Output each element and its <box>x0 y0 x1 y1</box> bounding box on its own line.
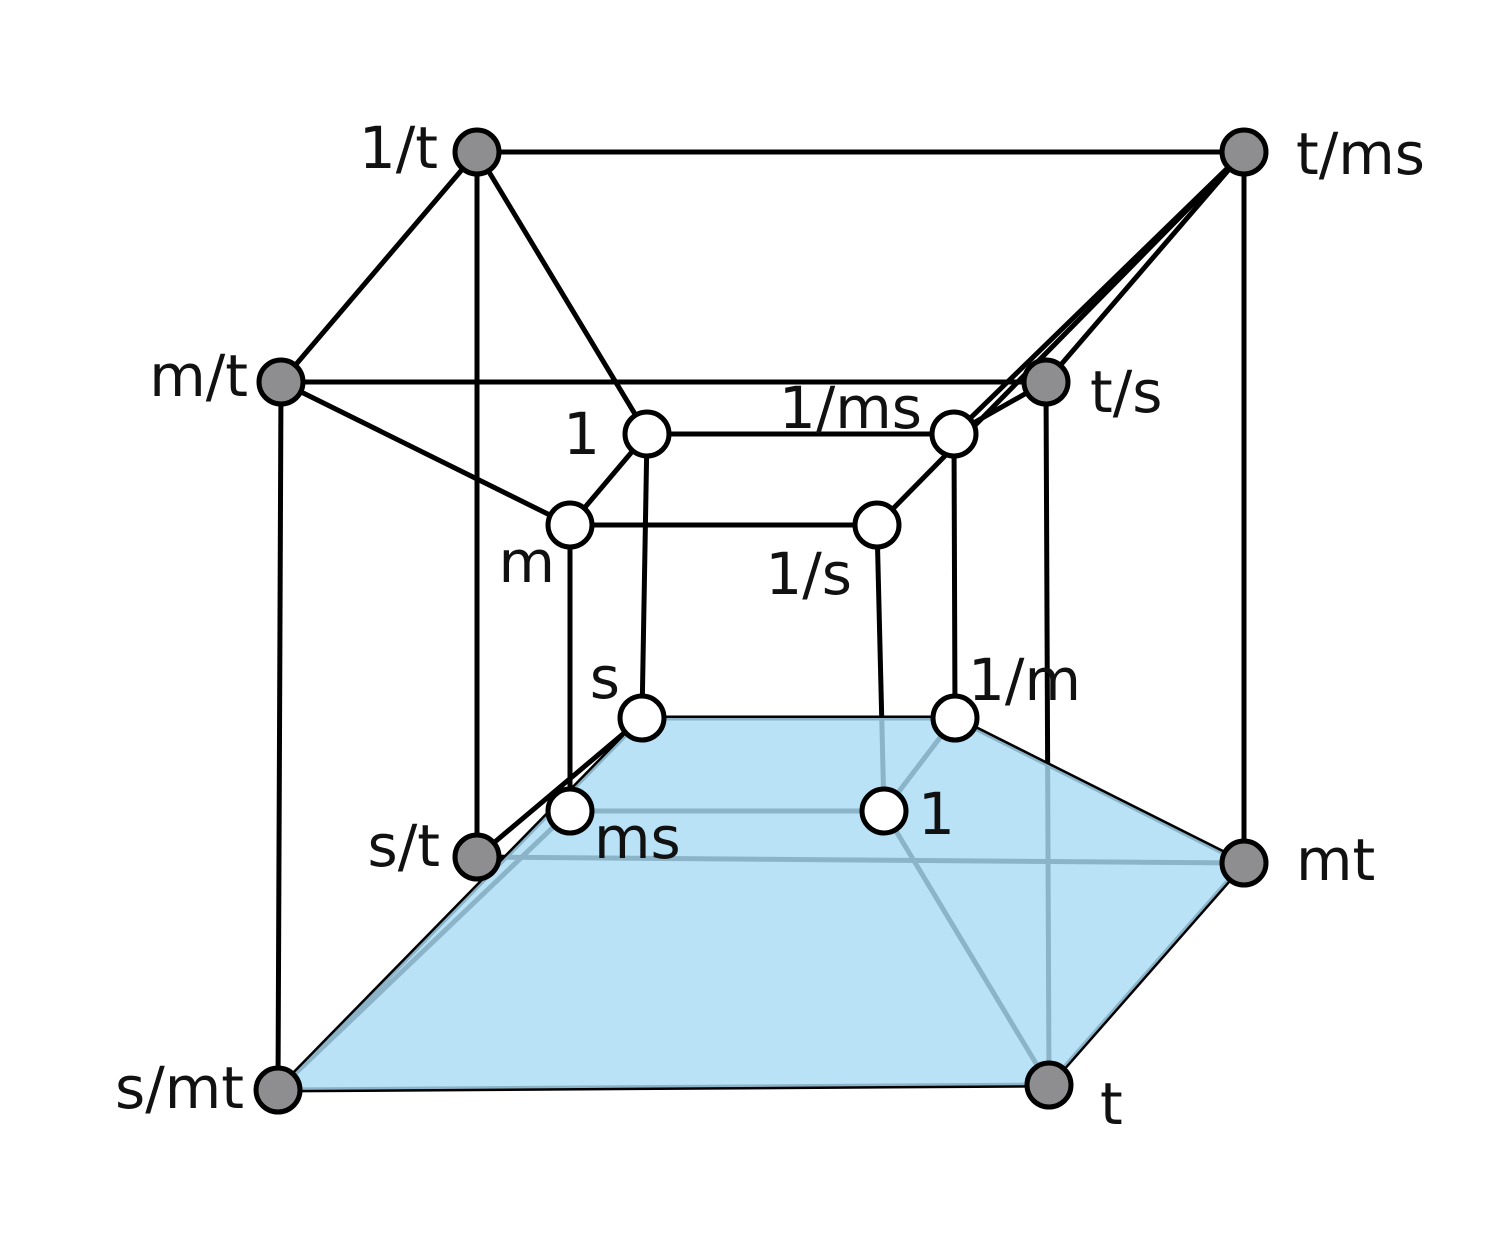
node-label-m: m <box>499 528 556 596</box>
node-t_over_ms <box>1219 127 1269 177</box>
node-m <box>545 500 595 550</box>
shaded-plane <box>278 718 1244 1090</box>
node-one_top <box>622 409 672 459</box>
node-one_over_ms <box>929 409 979 459</box>
node-one_over_t <box>452 127 502 177</box>
node-label-s: s <box>590 644 620 712</box>
node-ms <box>545 786 595 836</box>
node-label-one_bottom: 1 <box>918 780 955 848</box>
node-label-one_over_s: 1/s <box>765 540 852 608</box>
node-label-one_over_ms: 1/ms <box>779 374 922 442</box>
node-s_over_mt <box>253 1065 303 1115</box>
node-label-t_over_s: t/s <box>1090 358 1163 426</box>
edge-one_top-s <box>639 431 650 721</box>
node-label-t: t <box>1100 1070 1123 1138</box>
node-label-t_over_ms: t/ms <box>1296 120 1425 188</box>
node-s_over_t <box>452 832 502 882</box>
node-label-one_top: 1 <box>563 400 600 468</box>
edge-m_over_t-s_over_mt <box>275 379 284 1093</box>
edge-one_over_t-m_over_t <box>278 149 480 385</box>
edge-t_over_ms-one_over_s <box>874 149 1247 528</box>
edge-one_over_t-one_top <box>474 149 650 437</box>
node-t_over_s <box>1021 357 1071 407</box>
edge-m_over_t-m <box>278 379 573 528</box>
node-s <box>617 693 667 743</box>
node-t <box>1024 1060 1074 1110</box>
node-label-one_over_m: 1/m <box>968 646 1081 714</box>
edge-one_over_ms-one_over_m <box>951 431 958 721</box>
edge-s_over_t-s <box>474 715 645 860</box>
node-one_over_s <box>852 500 902 550</box>
node-label-mt: mt <box>1296 826 1375 894</box>
node-one_bottom <box>859 786 909 836</box>
node-one_over_m <box>930 693 980 743</box>
node-label-s_over_mt: s/mt <box>115 1054 244 1122</box>
nodes-layer <box>253 127 1269 1115</box>
node-label-one_over_t: 1/t <box>359 114 438 182</box>
node-label-m_over_t: m/t <box>149 342 248 410</box>
node-m_over_t <box>256 357 306 407</box>
node-label-ms: ms <box>594 804 681 872</box>
node-label-s_over_t: s/t <box>368 812 441 880</box>
edge-t_over_ms-t_over_s <box>1043 149 1247 385</box>
labels-layer: 1/t t/ms m/t t/s s/t mt s/mt t 1 1/ms m 1/s s 1/m ms 1 <box>115 114 1425 1138</box>
node-mt <box>1219 838 1269 888</box>
